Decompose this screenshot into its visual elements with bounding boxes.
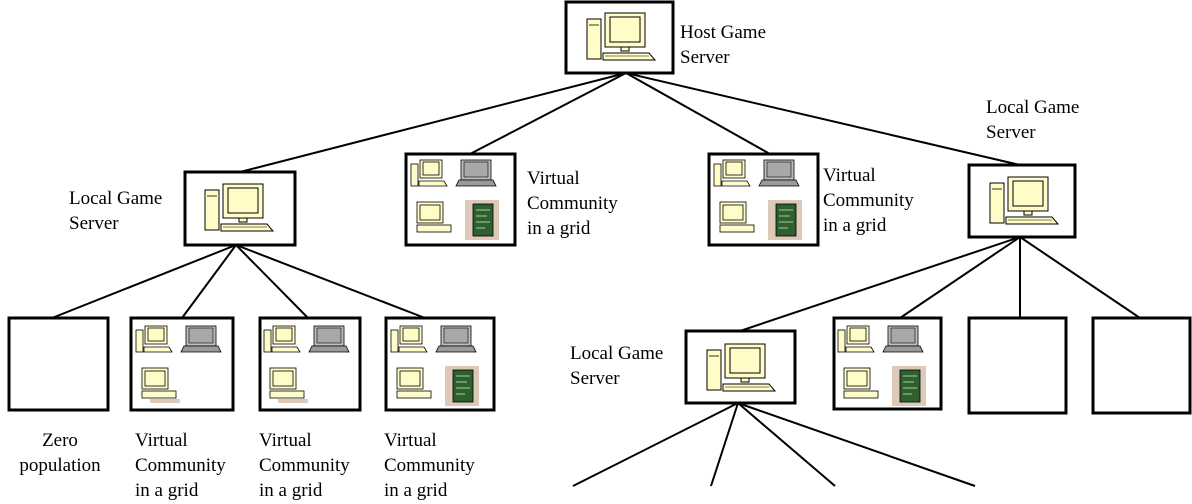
label-line: Local Game bbox=[69, 188, 163, 209]
label-line: Community bbox=[527, 193, 618, 214]
zero-population-label: Zero population bbox=[10, 428, 110, 478]
label-line: Virtual bbox=[384, 430, 437, 451]
community-top-left-node[interactable] bbox=[404, 152, 517, 247]
label-line: Community bbox=[259, 455, 350, 476]
edge-local-right-to-empty-2 bbox=[1019, 236, 1141, 319]
label-line: in a grid bbox=[135, 480, 199, 501]
community-bottom-3-node[interactable] bbox=[384, 316, 496, 412]
community-top-left-label: Virtual Community in a grid bbox=[527, 166, 618, 241]
edge-local-right-to-community bbox=[899, 236, 1021, 319]
community-bottom-2-node[interactable] bbox=[258, 316, 362, 412]
label-line: in a grid bbox=[823, 215, 887, 236]
label-line: Server bbox=[570, 368, 620, 389]
label-line: Virtual bbox=[135, 430, 188, 451]
desktop-computer-icon bbox=[706, 343, 776, 392]
desktop-computer-icon bbox=[586, 12, 656, 61]
local-server-left-label: Local Game Server bbox=[69, 186, 162, 236]
empty-node-1[interactable] bbox=[967, 316, 1068, 415]
edge-host-to-local-left bbox=[239, 72, 627, 173]
edge-local-left-to-zero bbox=[51, 244, 237, 319]
edge-host-to-community-right bbox=[625, 72, 771, 155]
edge-local-left-to-c1 bbox=[181, 244, 237, 319]
local-server-bottom-node[interactable] bbox=[684, 329, 797, 405]
community-top-right-label: Virtual Community in a grid bbox=[823, 163, 914, 238]
host-server-node[interactable] bbox=[564, 0, 675, 75]
local-server-left-node[interactable] bbox=[183, 170, 297, 247]
community-bottom-2-label: Virtual Community in a grid bbox=[259, 428, 350, 503]
label-line: Virtual bbox=[823, 165, 876, 186]
edge-host-to-local-right bbox=[625, 72, 1021, 166]
label-line: Community bbox=[384, 455, 475, 476]
label-line: Local Game bbox=[570, 343, 664, 364]
zero-population-node[interactable] bbox=[7, 316, 110, 412]
edge-local-left-to-c2 bbox=[235, 244, 309, 319]
edge-local-left-to-c3 bbox=[235, 244, 426, 319]
label-line: Virtual bbox=[259, 430, 312, 451]
edge-host-to-community-left bbox=[469, 72, 627, 155]
host-server-label: Host Game Server bbox=[680, 20, 766, 70]
label-line: in a grid bbox=[527, 218, 591, 239]
label-line: in a grid bbox=[384, 480, 448, 501]
community-top-right-node[interactable] bbox=[707, 152, 820, 247]
label-line: Virtual bbox=[527, 168, 580, 189]
label-line: Community bbox=[135, 455, 226, 476]
edge-local-right-to-local-bottom bbox=[739, 236, 1021, 332]
edge-local-bottom-out-3 bbox=[737, 402, 836, 487]
label-line: Server bbox=[69, 213, 119, 234]
label-line: population bbox=[19, 455, 101, 476]
community-bottom-right-node[interactable] bbox=[832, 316, 943, 411]
edge-local-bottom-out-2 bbox=[710, 402, 739, 487]
label-line: in a grid bbox=[259, 480, 323, 501]
community-bottom-1-label: Virtual Community in a grid bbox=[135, 428, 226, 503]
label-line: Host Game bbox=[680, 22, 767, 43]
empty-node-2[interactable] bbox=[1091, 316, 1192, 415]
label-line: Zero bbox=[42, 430, 78, 451]
local-server-right-node[interactable] bbox=[967, 163, 1077, 239]
community-bottom-3-label: Virtual Community in a grid bbox=[384, 428, 475, 503]
label-line: Local Game bbox=[986, 97, 1080, 118]
label-line: Server bbox=[986, 122, 1036, 143]
local-server-right-label: Local Game Server bbox=[986, 95, 1079, 145]
desktop-computer-icon bbox=[204, 183, 274, 232]
local-server-bottom-label: Local Game Server bbox=[570, 341, 663, 391]
desktop-computer-icon bbox=[989, 176, 1059, 225]
edge-local-bottom-out-4 bbox=[737, 402, 976, 487]
edge-local-bottom-out-1 bbox=[572, 402, 739, 487]
connection-lines bbox=[51, 72, 1141, 487]
label-line: Community bbox=[823, 190, 914, 211]
community-bottom-1-node[interactable] bbox=[129, 316, 235, 412]
label-line: Server bbox=[680, 47, 730, 68]
